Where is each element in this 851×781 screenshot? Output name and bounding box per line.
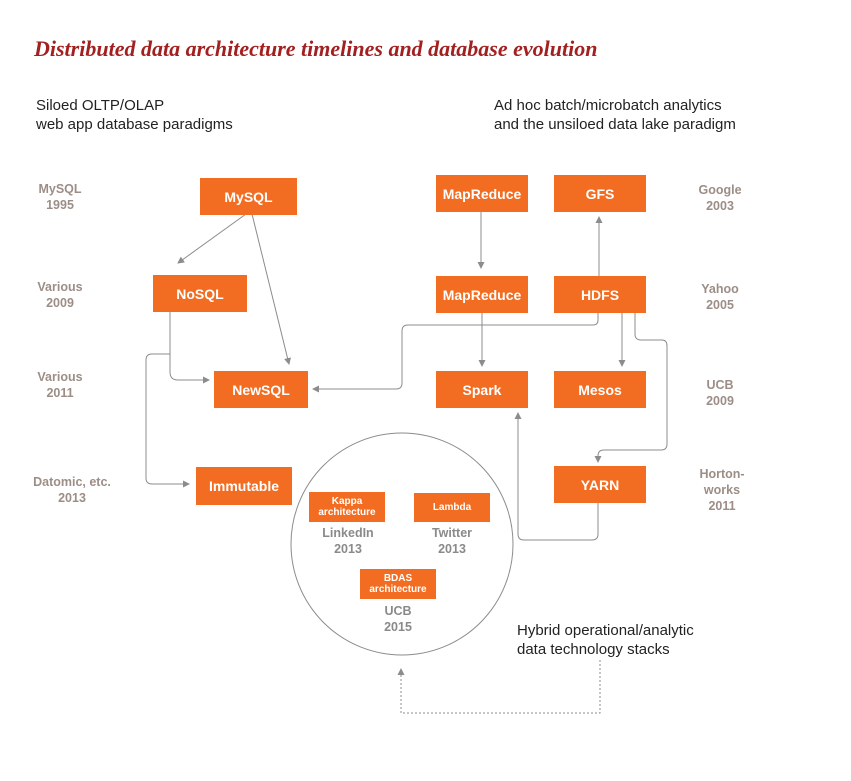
bdas-label: UCB 2015 [360,603,436,635]
right-timeline-label-2011-line-3: 2011 [708,499,736,513]
left-heading: Siloed OLTP/OLAP web app database paradi… [36,96,233,134]
left-timeline-label-1995-line-2: 1995 [46,198,74,212]
hybrid-circle [290,432,514,656]
diagram-title: Distributed data architecture timelines … [34,36,598,61]
lambda-box: Lambda [414,493,490,522]
mapreduce-yahoo-box: MapReduce [436,276,528,313]
bdas-label-line-1: UCB [384,604,412,618]
right-timeline-label-2005-line-1: Yahoo [701,282,739,296]
arrow-to-immutable [145,353,190,488]
immutable-box: Immutable [196,467,292,505]
right-timeline-label-2011: Horton- works 2011 [680,466,764,514]
left-timeline-label-1995-line-1: MySQL [38,182,82,196]
bdas-box-line-1: BDAS [383,573,413,584]
kappa-label: LinkedIn 2013 [310,525,386,557]
left-timeline-label-2009-line-1: Various [37,280,83,294]
right-timeline-label-2003-line-2: 2003 [706,199,734,213]
right-timeline-label-2003: Google 2003 [680,182,760,214]
spark-box: Spark [436,371,528,408]
gfs-box: GFS [554,175,646,212]
lambda-label-line-1: Twitter [431,526,473,540]
kappa-box: Kappa architecture [309,492,385,522]
arrow-mysql-newsql [251,213,291,365]
left-timeline-label-2011-line-2: 2011 [46,386,74,400]
newsql-box: NewSQL [214,371,308,408]
right-timeline-label-2009: UCB 2009 [680,377,760,409]
arrow-hdfs-yarn [594,312,668,463]
hybrid-heading: Hybrid operational/analytic data technol… [517,621,694,659]
right-timeline-label-2009-line-2: 2009 [706,394,734,408]
bdas-box: BDAS architecture [360,569,436,599]
left-timeline-label-1995: MySQL 1995 [20,181,100,213]
right-heading-line-1: Ad hoc batch/microbatch analytics [494,97,722,114]
left-heading-line-1: Siloed OLTP/OLAP [36,97,165,114]
right-heading: Ad hoc batch/microbatch analytics and th… [494,96,736,134]
arrow-mysql-nosql [177,213,247,264]
hybrid-heading-line-2: data technology stacks [517,641,670,658]
left-timeline-label-2011-line-1: Various [37,370,83,384]
yarn-box: YARN [554,466,646,503]
kappa-box-line-1: Kappa [331,496,363,507]
lambda-label: Twitter 2013 [414,525,490,557]
hybrid-heading-line-1: Hybrid operational/analytic [517,622,694,639]
kappa-label-line-1: LinkedIn [322,526,374,540]
left-heading-line-2: web app database paradigms [36,116,233,133]
left-timeline-label-2013-line-1: Datomic, etc. [33,475,111,489]
arrow-hybrid-dotted [397,660,601,714]
right-timeline-label-2003-line-1: Google [698,183,742,197]
mesos-box: Mesos [554,371,646,408]
arrow-yarn-spark [514,412,599,541]
left-timeline-label-2011: Various 2011 [20,369,100,401]
right-heading-line-2: and the unsiloed data lake paradigm [494,116,736,133]
hdfs-box: HDFS [554,276,646,313]
arrow-hdfs-newsql [312,312,599,393]
kappa-label-line-2: 2013 [334,542,362,556]
right-timeline-label-2005-line-2: 2005 [706,298,734,312]
kappa-box-line-2: architecture [318,507,376,518]
lambda-label-line-2: 2013 [438,542,466,556]
right-timeline-label-2011-line-1: Horton- [699,467,745,481]
left-timeline-label-2013: Datomic, etc. 2013 [12,474,132,506]
right-timeline-label-2009-line-1: UCB [706,378,734,392]
left-timeline-label-2009-line-2: 2009 [46,296,74,310]
left-timeline-label-2009: Various 2009 [20,279,100,311]
right-timeline-label-2011-line-2: works [703,483,741,497]
right-timeline-label-2005: Yahoo 2005 [680,281,760,313]
arrow-nosql-newsql [169,311,210,384]
bdas-label-line-2: 2015 [384,620,412,634]
nosql-box: NoSQL [153,275,247,312]
mapreduce-google-box: MapReduce [436,175,528,212]
left-timeline-label-2013-line-2: 2013 [58,491,86,505]
mysql-box: MySQL [200,178,297,215]
bdas-box-line-2: architecture [369,584,427,595]
